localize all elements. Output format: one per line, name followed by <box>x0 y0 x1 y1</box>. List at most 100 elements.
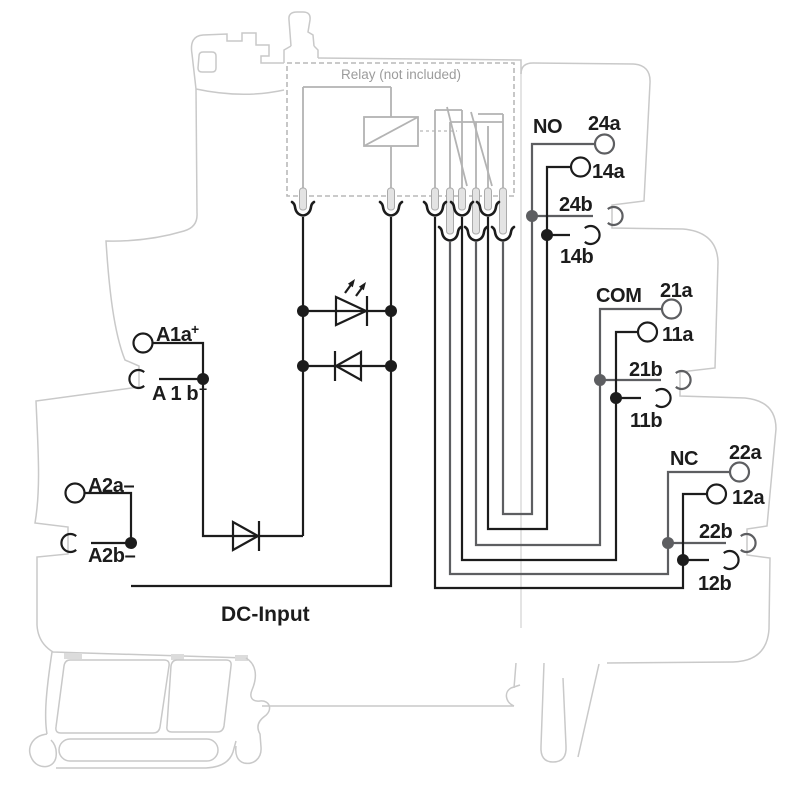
terminal-14a-socket <box>569 156 592 178</box>
label-11a: 11a <box>662 324 694 346</box>
led-arrowhead-2 <box>358 282 366 291</box>
led-indicator <box>303 279 391 327</box>
terminal-24b-socket <box>607 205 624 227</box>
foot-left-side <box>44 651 53 735</box>
din-rail-foot <box>28 651 600 769</box>
foot-section-tick <box>64 653 82 659</box>
label-a2a: A2a– <box>88 475 134 497</box>
label-24b: 24b <box>559 194 592 216</box>
foot-bottom-edge <box>56 740 237 769</box>
nc-group-title: NC <box>670 448 698 470</box>
a1a-trace <box>152 341 205 379</box>
junction-a2 <box>125 537 137 549</box>
mounting-bracket-underside <box>195 88 285 95</box>
label-a2b: A2b– <box>88 545 136 567</box>
contact-output-circuit <box>433 133 757 590</box>
terminal-a1a-socket <box>132 332 154 354</box>
com-group-title: COM <box>596 285 641 307</box>
rail-latch-nub <box>505 662 521 707</box>
terminal-a2a-socket <box>64 482 86 504</box>
bracket-hole <box>197 51 217 73</box>
terminal-21a-socket <box>660 298 683 320</box>
relay-dashed-outline <box>286 62 515 197</box>
housing-left-edge <box>34 88 247 659</box>
junction-24b <box>526 210 538 222</box>
contact-pin-12 <box>431 187 439 211</box>
socket-row-top <box>290 200 501 217</box>
label-12a: 12a <box>732 487 765 509</box>
contact-pin-22 <box>446 187 454 235</box>
terminal-12a-socket <box>705 483 728 505</box>
labels: NO 24a 14a 24b 14b COM 21a 11a 21b 11b N… <box>88 113 766 626</box>
a2a-trace <box>84 491 133 543</box>
junction-dot <box>297 360 309 372</box>
a1-down-trace <box>201 379 303 538</box>
series-diode <box>231 520 261 552</box>
relay-contacts <box>434 106 504 188</box>
protection-diode-triangle <box>333 350 363 382</box>
junction-dot <box>297 305 309 317</box>
terminal-a1b-socket <box>128 368 145 390</box>
nc-22-trace <box>448 241 730 576</box>
label-22b: 22b <box>699 521 732 543</box>
terminal-22b-socket <box>740 532 757 554</box>
coil-diagonal <box>363 116 419 147</box>
led-triangle <box>334 295 369 327</box>
terminal-21b-socket <box>675 369 692 391</box>
coil-pin-a1 <box>299 187 307 211</box>
contact-switch-arms <box>446 106 493 187</box>
label-24a: 24a <box>588 113 621 135</box>
label-21b: 21b <box>629 359 662 381</box>
terminal-22a-socket <box>728 461 751 483</box>
foot-right-channel <box>540 662 567 763</box>
junction-dot <box>385 360 397 372</box>
bracket-prong-base <box>283 45 319 63</box>
no-14-trace <box>486 165 571 531</box>
housing-right-edge <box>520 62 777 664</box>
foot-right-slant <box>577 663 600 758</box>
series-diode-triangle <box>231 520 261 552</box>
coil-right-trace <box>131 217 393 588</box>
no-24-trace <box>501 142 595 516</box>
bracket-prong <box>288 11 315 47</box>
junction-21b <box>594 374 606 386</box>
label-14a: 14a <box>592 161 625 183</box>
com-11-trace <box>460 217 638 562</box>
led-arrowhead-1 <box>347 279 355 288</box>
coil-lead-wiring <box>302 86 392 196</box>
relay-caption: Relay (not included) <box>341 67 461 82</box>
protection-diode <box>303 350 391 382</box>
junction-dot <box>385 305 397 317</box>
label-22a: 22a <box>729 442 762 464</box>
contact-pin-11 <box>458 187 466 211</box>
label-12b: 12b <box>698 573 731 595</box>
no-group-title: NO <box>533 116 562 138</box>
nc-12-trace <box>433 217 707 590</box>
terminal-12b-socket <box>723 549 740 571</box>
foot-left-claw <box>28 733 57 768</box>
coil-symbol <box>363 116 419 147</box>
relay-coil <box>302 86 419 196</box>
contact-pin-14 <box>484 187 492 211</box>
label-11b: 11b <box>630 410 662 432</box>
foot-section-tick <box>171 654 184 660</box>
socket-row-bottom <box>437 225 516 242</box>
label-a1a: A1a <box>156 324 193 346</box>
led-emission-arrows <box>344 281 365 297</box>
label-a1b: A 1 b <box>152 383 198 405</box>
label-a1a-sign: + <box>191 321 199 337</box>
terminal-11a-socket <box>636 321 659 343</box>
contact-pin-24 <box>499 187 507 235</box>
terminal-11b-socket <box>655 387 672 409</box>
contact-terminal-stubs <box>434 110 504 188</box>
foot-right-claw <box>235 657 271 765</box>
junction-22b <box>662 537 674 549</box>
contact-pin-21 <box>472 187 480 235</box>
foot-window-1 <box>55 659 170 734</box>
relay-section: Relay (not included) <box>286 62 516 242</box>
label-a1b-sign: + <box>199 381 207 397</box>
foot-window-2 <box>166 659 232 733</box>
coil-pin-a2 <box>387 187 395 211</box>
dc-input-caption: DC-Input <box>221 603 310 626</box>
